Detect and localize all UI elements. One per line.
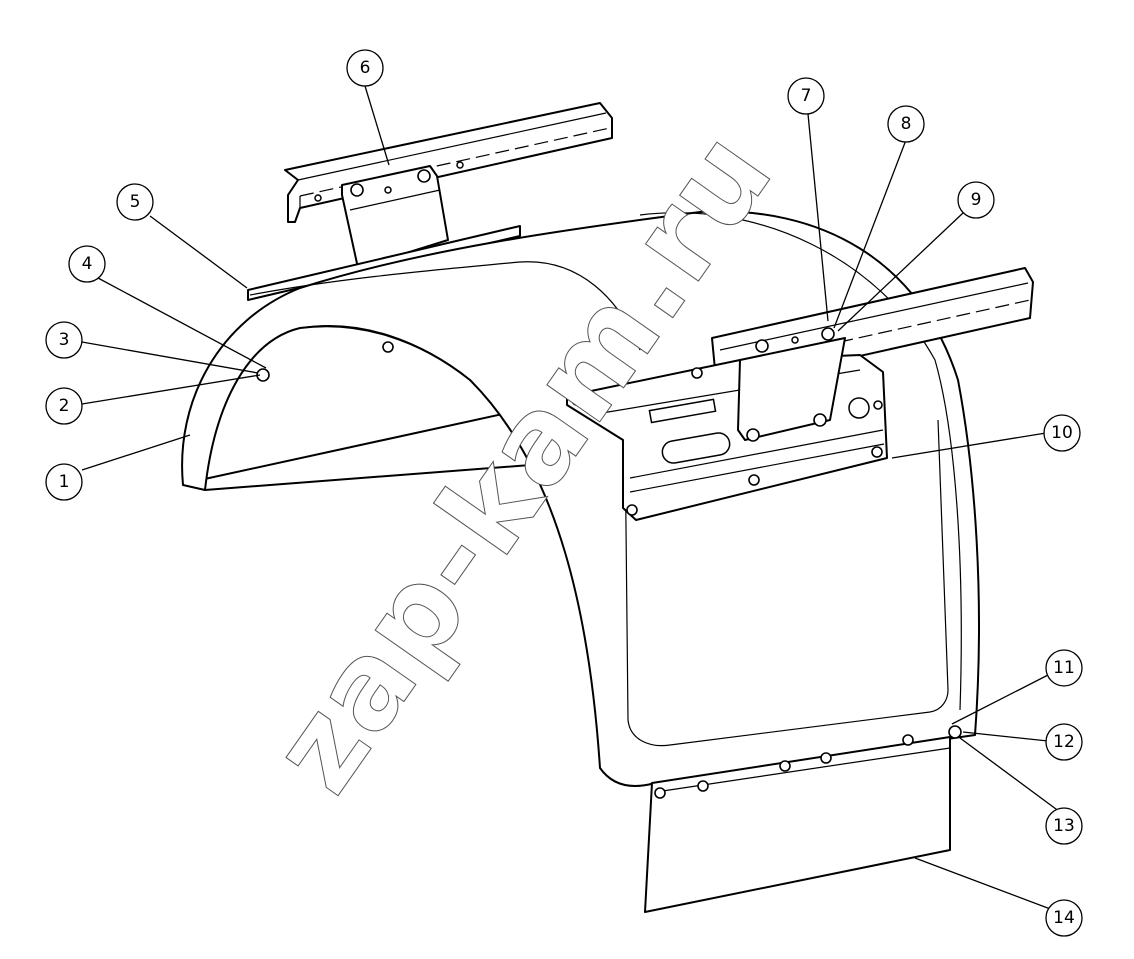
callout-7-label: 7	[801, 86, 812, 106]
callout-14: 14	[1045, 899, 1083, 937]
callout-10: 10	[1043, 414, 1081, 452]
callout-9: 9	[957, 181, 995, 219]
callout-5-label: 5	[130, 192, 141, 212]
callout-7: 7	[787, 77, 825, 115]
leader-2	[81, 374, 261, 405]
callout-11: 11	[1045, 649, 1083, 687]
callout-6: 6	[346, 49, 384, 87]
leader-4	[97, 277, 267, 369]
mounting-plate-10	[566, 337, 888, 521]
callout-9-label: 9	[971, 190, 982, 210]
callout-2-label: 2	[59, 396, 70, 416]
fender-support-bar-5	[247, 225, 521, 301]
callout-4-label: 4	[82, 254, 93, 274]
callout-3: 3	[45, 321, 83, 359]
leader-3	[81, 341, 259, 374]
callout-11-label: 11	[1053, 658, 1075, 678]
callout-1-label: 1	[59, 472, 70, 492]
callout-4: 4	[68, 245, 106, 283]
mud-flap-14	[644, 725, 962, 913]
callout-3-label: 3	[59, 330, 70, 350]
leader-lines	[81, 85, 1061, 911]
leader-11	[951, 674, 1049, 725]
callout-12: 12	[1045, 723, 1083, 761]
leader-10	[891, 432, 1047, 459]
callout-balloons: 1 2 3 4 5 6 7 8	[45, 49, 1083, 937]
leader-1	[81, 434, 191, 471]
callout-13: 13	[1045, 807, 1083, 845]
callout-8: 8	[887, 105, 925, 143]
leader-6	[364, 85, 390, 166]
leader-8	[833, 139, 907, 329]
callout-2: 2	[45, 387, 83, 425]
callout-1: 1	[45, 463, 83, 501]
callout-14-label: 14	[1053, 908, 1075, 928]
callout-8-label: 8	[901, 114, 912, 134]
frame-rail-left	[284, 102, 613, 223]
callout-12-label: 12	[1053, 732, 1075, 752]
leader-5	[149, 215, 248, 289]
leader-12	[962, 731, 1049, 742]
leader-9	[837, 212, 964, 332]
leader-13	[959, 737, 1061, 813]
callout-13-label: 13	[1053, 816, 1075, 836]
callout-6-label: 6	[360, 58, 371, 78]
leader-14	[914, 857, 1054, 911]
mounting-bracket-6	[341, 165, 449, 269]
callout-5: 5	[116, 183, 154, 221]
leader-7	[807, 113, 829, 322]
callout-10-label: 10	[1051, 423, 1073, 443]
